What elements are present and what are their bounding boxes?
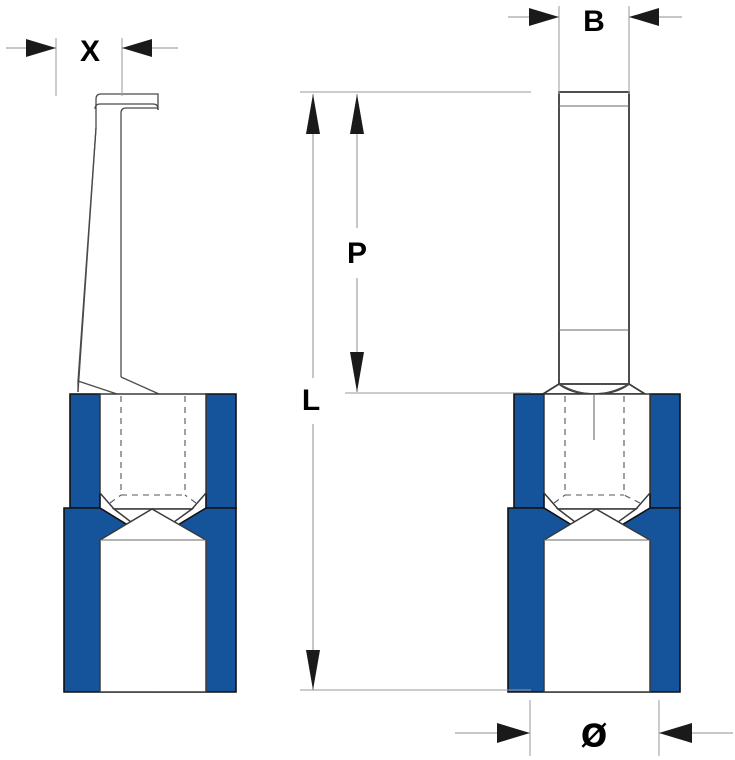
dimension-diameter-arrow-left [497,723,530,743]
left-view-flag-terminal [63,93,237,693]
dimension-x: X [6,35,178,96]
insulation-upper-left-wall-right-view [513,393,545,509]
metal-barrel-right [543,393,651,693]
dimension-diameter: Ø [455,700,733,756]
bent-blade-outline [77,93,160,395]
flat-pin-blade [558,91,630,385]
right-view-pin-terminal [507,91,681,693]
hidden-line-chamfer-right [184,494,197,504]
dimension-diameter-arrow-right [659,723,692,743]
pin-blade-body [558,91,630,385]
insulation-grip-barrel [99,508,207,693]
hidden-line-chamfer-right-right-view [623,494,641,504]
blade-left-edge-mirror [77,127,97,382]
insulation-upper-right-wall-right-view [649,393,681,509]
dimension-diameter-label: Ø [581,719,607,755]
dimension-b-arrow-left [529,8,559,26]
dimension-x-arrow-right [122,39,152,57]
hidden-detail-right [553,396,641,504]
insulation-upper-right-wall [205,393,237,509]
dimension-l-arrow-bottom [306,650,320,690]
dimension-l: L [300,94,531,691]
insulation-grip-barrel-right-view [543,508,651,693]
dimension-b-label: B [583,5,605,38]
dimension-x-arrow-left [26,39,56,57]
dimension-l-arrow-top [306,94,320,134]
blade-inner-fold [94,103,159,110]
hidden-line-chamfer-left [109,494,122,504]
blade-upper-edge [95,93,159,128]
blade-lower-bend-left [77,380,118,395]
blade-inner-top-fold [120,107,158,114]
dimension-l-label: L [302,384,320,417]
wire-barrel-upper [99,393,207,510]
metal-barrel-left [99,393,207,693]
blade-lower-diagonal-right [120,376,160,395]
insulation-upper-left-wall [69,393,101,509]
dimension-p-arrow-top [350,94,364,134]
dimension-x-label: X [80,35,100,68]
dimension-b-arrow-right [629,8,659,26]
dimension-b: B [508,5,682,94]
hidden-detail-left [109,396,197,504]
wire-barrel-upper-right-view [543,393,651,510]
pin-shoulder-transition [539,382,649,395]
dimension-p-arrow-bottom [350,352,364,392]
dimension-p: P [300,91,531,394]
hidden-line-chamfer-left-right-view [553,494,566,504]
dimension-p-label: P [347,237,367,270]
